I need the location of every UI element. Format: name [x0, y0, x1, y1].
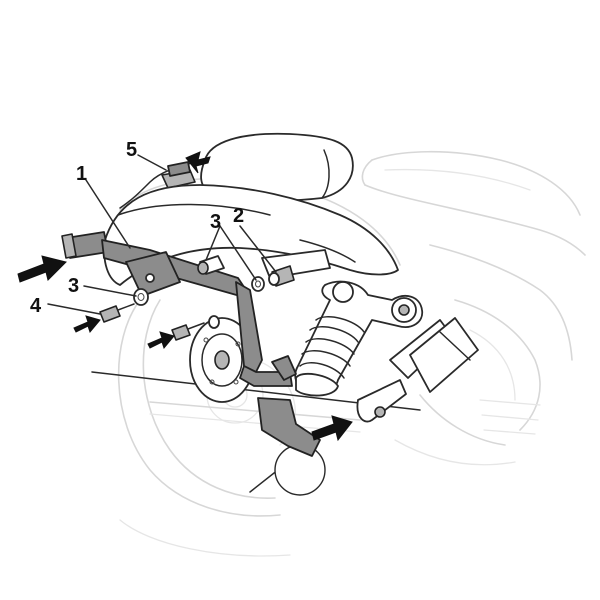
callout-1: 1 [76, 163, 87, 185]
callout-2: 2 [233, 205, 244, 227]
callout-3-left: 3 [68, 275, 79, 297]
leader-1 [85, 179, 131, 249]
callout-4: 4 [30, 295, 42, 317]
leader-3-upper [205, 225, 221, 261]
washer-upper [251, 276, 265, 292]
nut-part-2 [268, 265, 295, 287]
seat-latch [161, 161, 196, 189]
leader-4 [47, 303, 101, 315]
carrier-bracket [61, 231, 321, 457]
callout-5: 5 [126, 139, 137, 161]
leader-5 [137, 154, 167, 171]
brake-disc [189, 317, 255, 403]
arrow-screw-4 [73, 315, 101, 334]
arrow-lower-bracket [311, 415, 353, 442]
washer-left [133, 288, 149, 306]
shock-absorber [294, 280, 424, 397]
screw-mid [171, 315, 220, 341]
arrow-screw-mid [147, 331, 175, 350]
leader-3-left [83, 285, 137, 297]
arrow-handle [17, 255, 67, 283]
lower-bracket [356, 317, 479, 423]
leader-3-upper-b [219, 225, 257, 281]
spacer-upper [197, 255, 225, 275]
screw-part-4 [99, 303, 135, 323]
leader-2 [239, 225, 277, 273]
callout-3-upper: 3 [210, 211, 221, 233]
detail-circle [274, 444, 326, 496]
arrow-latch [185, 151, 211, 174]
